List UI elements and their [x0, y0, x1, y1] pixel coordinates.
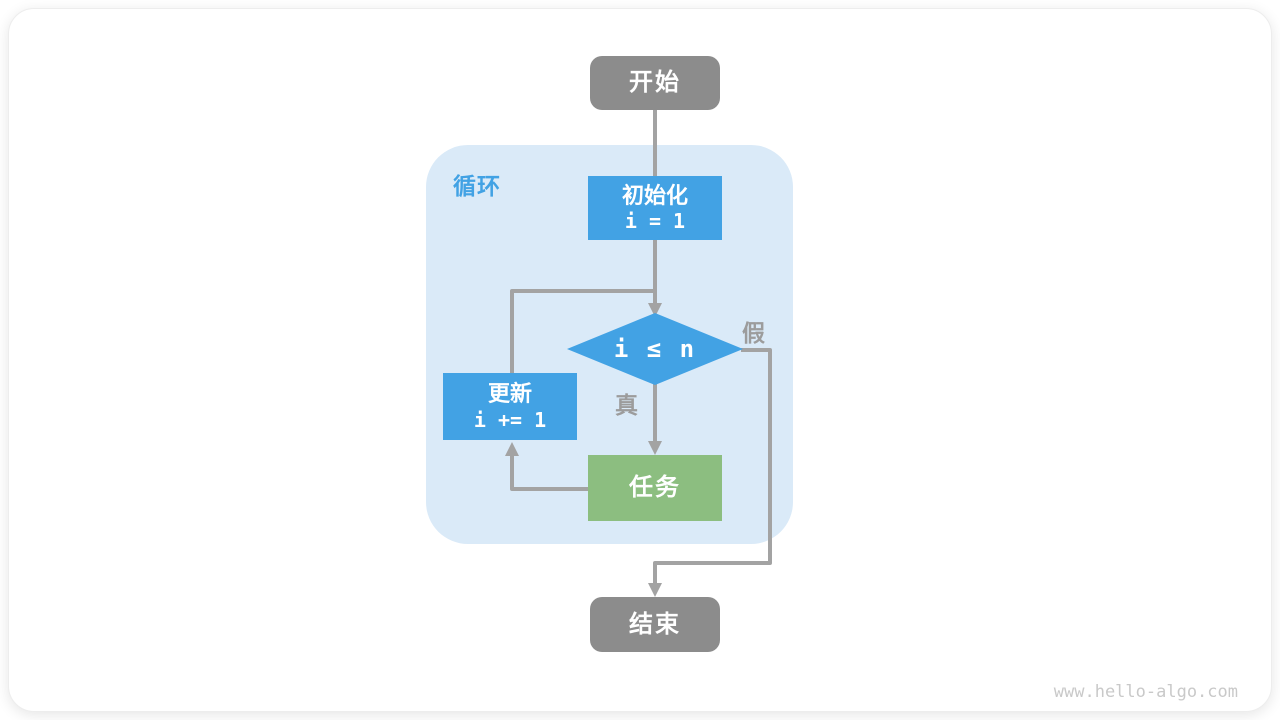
condition-code: i ≤ n [613, 335, 697, 363]
task-node-label: 任务 [629, 474, 681, 501]
end-node-label: 结束 [629, 610, 681, 638]
wire-condition-to-end [653, 348, 772, 585]
init-node-title: 初始化 [621, 182, 688, 208]
arrowhead-into-condition [648, 303, 662, 317]
wire-task-to-update [510, 455, 589, 491]
update-node: 更新 i += 1 [443, 373, 577, 440]
update-node-code: i += 1 [473, 407, 547, 432]
true-branch-label: 真 [615, 392, 638, 418]
arrowhead-into-update [505, 442, 519, 456]
condition-node: i ≤ n [567, 313, 743, 385]
init-node-code: i = 1 [624, 209, 686, 234]
arrowhead-into-task [648, 441, 662, 455]
start-node: 开始 [590, 56, 720, 110]
watermark-text: www.hello-algo.com [1053, 682, 1238, 702]
init-node: 初始化 i = 1 [588, 176, 722, 240]
loop-label: 循环 [453, 173, 501, 199]
task-node: 任务 [588, 455, 722, 521]
false-branch-label: 假 [742, 320, 765, 346]
arrowhead-into-end [648, 583, 662, 597]
start-node-label: 开始 [629, 69, 681, 96]
end-node: 结束 [590, 597, 720, 652]
wire-update-to-merge [510, 289, 655, 373]
update-node-title: 更新 [487, 381, 532, 407]
